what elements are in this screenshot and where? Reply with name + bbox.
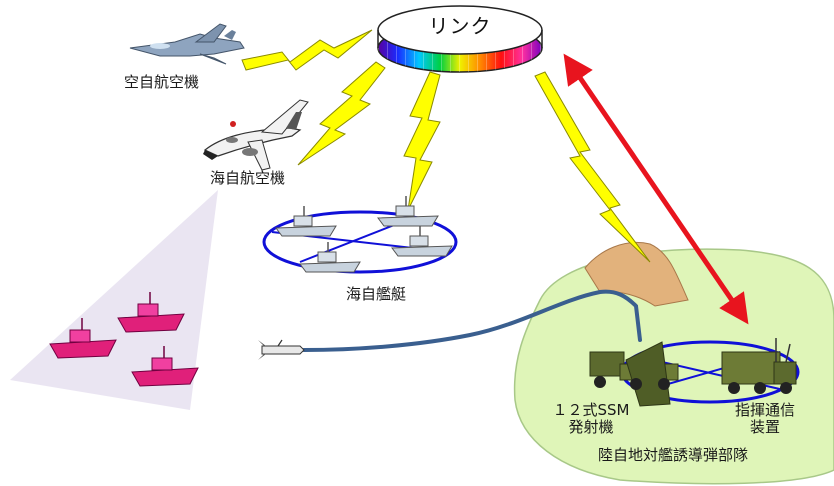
ships-network-ring [262,210,458,274]
lightning-ships-link [403,71,441,211]
command-vehicle-label-line1: 指揮通信 [734,401,795,419]
lightning-msdf-aircraft-link [297,61,386,166]
link-hub-label: リンク [428,14,492,38]
lightning-asdf-link [241,29,373,71]
link-hub [377,5,543,73]
fighter-jet-icon [129,23,245,65]
patrol-aircraft-icon [203,99,309,171]
command-vehicle-label: 指揮通信 装置 [720,401,810,437]
msdf-ship-icon [391,226,453,257]
asdf-aircraft-label: 空自航空機 [124,73,200,91]
command-vehicle-label-line2: 装置 [749,418,780,437]
launcher-label: １２式SSM 発射機 [536,401,646,437]
launcher-label-line1: １２式SSM [552,401,630,419]
missile-flight-path [302,289,642,352]
missile-icon [258,339,305,360]
gsdf-unit-label: 陸自地対艦誘導弾部隊 [598,446,749,464]
ssm-launcher-icon [589,341,679,407]
msdf-ship-icon [275,206,337,237]
command-vehicle-icon [721,338,797,394]
enemy-ship-icon [49,318,117,359]
lightning-gsdf-link [534,71,651,263]
msdf-aircraft-label: 海自航空機 [210,169,286,187]
msdf-ships-label: 海自艦艇 [346,285,407,303]
command-link-arrow [563,53,749,325]
msdf-ship-icon [299,242,361,273]
enemy-ship-icon [131,346,199,387]
msdf-ship-icon [377,196,439,227]
enemy-ship-icon [117,292,185,333]
launcher-label-line2: 発射機 [568,418,614,437]
